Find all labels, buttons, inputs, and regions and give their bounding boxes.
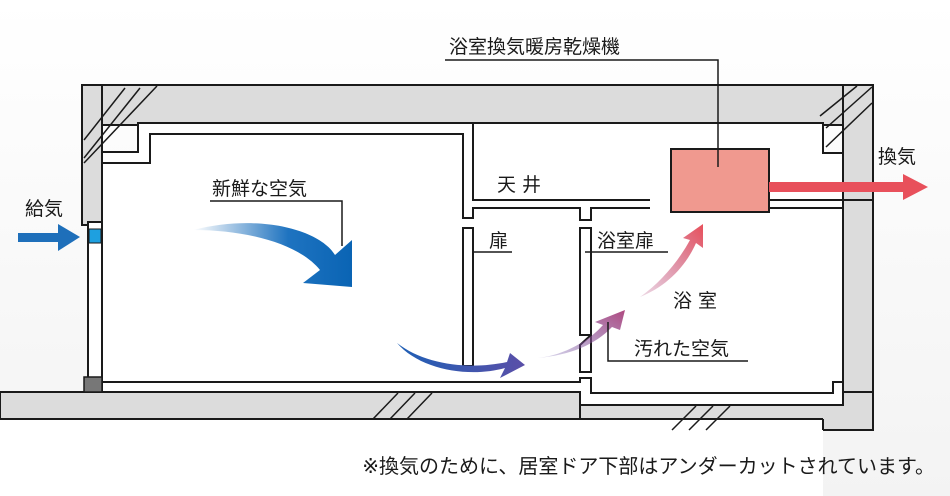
room-outlines	[102, 123, 873, 394]
door-label: 扉	[489, 230, 508, 252]
top-slab	[81, 84, 874, 126]
ceiling-label: 天井	[497, 174, 547, 196]
building-structure	[0, 84, 874, 496]
hatch-marks	[83, 85, 873, 431]
airflow-arrow-2	[538, 310, 625, 358]
unit-label: 浴室換気暖房乾燥機	[449, 36, 620, 58]
airflow-arrow-3	[640, 224, 703, 297]
undercut-note: ※換気のために、居室ドア下部はアンダーカットされています。	[362, 454, 935, 478]
airflow-arrow-1	[397, 343, 525, 378]
dirty-air-label: 汚れた空気	[634, 338, 729, 360]
window-sill	[83, 376, 103, 393]
fresh-air-label: 新鮮な空気	[212, 178, 307, 200]
bath-door-label: 浴室扉	[597, 230, 654, 252]
supply-arrow	[18, 224, 80, 251]
exhaust-label: 換気	[878, 146, 916, 168]
bath-door-upper	[579, 227, 592, 336]
bathroom-label: 浴室	[673, 290, 723, 312]
right-wall	[842, 84, 874, 431]
exhaust-arrow	[769, 174, 928, 200]
vent-opening	[88, 228, 102, 244]
supply-label: 給気	[25, 198, 63, 220]
bath-ventilation-unit	[670, 148, 770, 213]
fresh-air-flow-arrow	[193, 223, 352, 287]
supply-window	[83, 221, 103, 393]
door	[462, 227, 474, 367]
leader-lines	[210, 59, 748, 362]
